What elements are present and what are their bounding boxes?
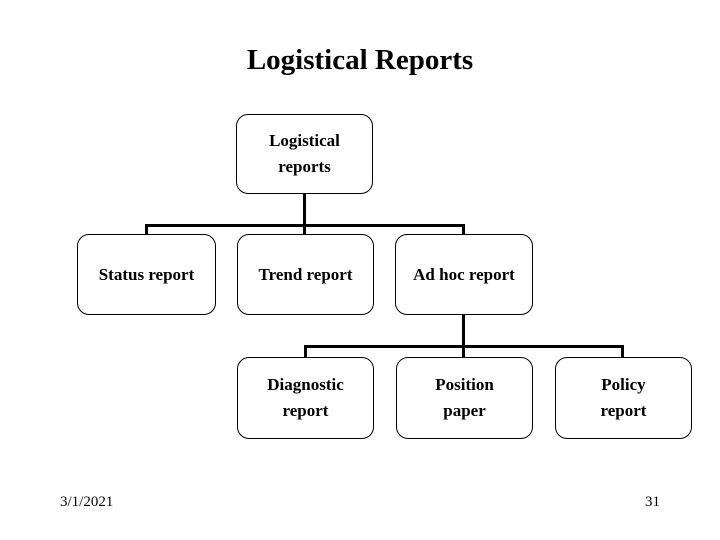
node-status-report-label: Status report bbox=[98, 264, 195, 284]
node-ad-hoc-report-label: Ad hoc report bbox=[413, 264, 515, 284]
node-ad-hoc-report: Ad hoc report bbox=[395, 234, 533, 315]
node-logistical-reports-label: Logistical reports bbox=[269, 131, 340, 176]
connector-level3-horizontal bbox=[304, 345, 624, 348]
node-diagnostic-report: Diagnostic report bbox=[237, 357, 374, 439]
footer-page-number: 31 bbox=[645, 494, 660, 510]
node-position-paper: Position paper bbox=[396, 357, 533, 439]
connector-level3-stub-diagnostic bbox=[304, 345, 307, 357]
node-policy-report: Policy report bbox=[555, 357, 692, 439]
connector-level3-stub-policy bbox=[621, 345, 624, 357]
connector-root-vertical bbox=[303, 194, 306, 234]
node-diagnostic-report-label: Diagnostic report bbox=[267, 375, 344, 420]
connector-level2-stub-status bbox=[145, 224, 148, 234]
node-trend-report-label: Trend report bbox=[258, 264, 353, 284]
slide-title: Logistical Reports bbox=[246, 44, 474, 76]
connector-level2-horizontal bbox=[145, 224, 465, 227]
connector-level2-stub-adhoc bbox=[462, 224, 465, 234]
node-policy-report-label: Policy report bbox=[600, 375, 647, 420]
node-status-report: Status report bbox=[77, 234, 216, 315]
connector-adhoc-vertical bbox=[462, 315, 465, 357]
node-logistical-reports: Logistical reports bbox=[236, 114, 373, 194]
node-trend-report: Trend report bbox=[237, 234, 374, 315]
footer-date: 3/1/2021 bbox=[60, 494, 114, 510]
node-position-paper-label: Position paper bbox=[435, 375, 494, 420]
